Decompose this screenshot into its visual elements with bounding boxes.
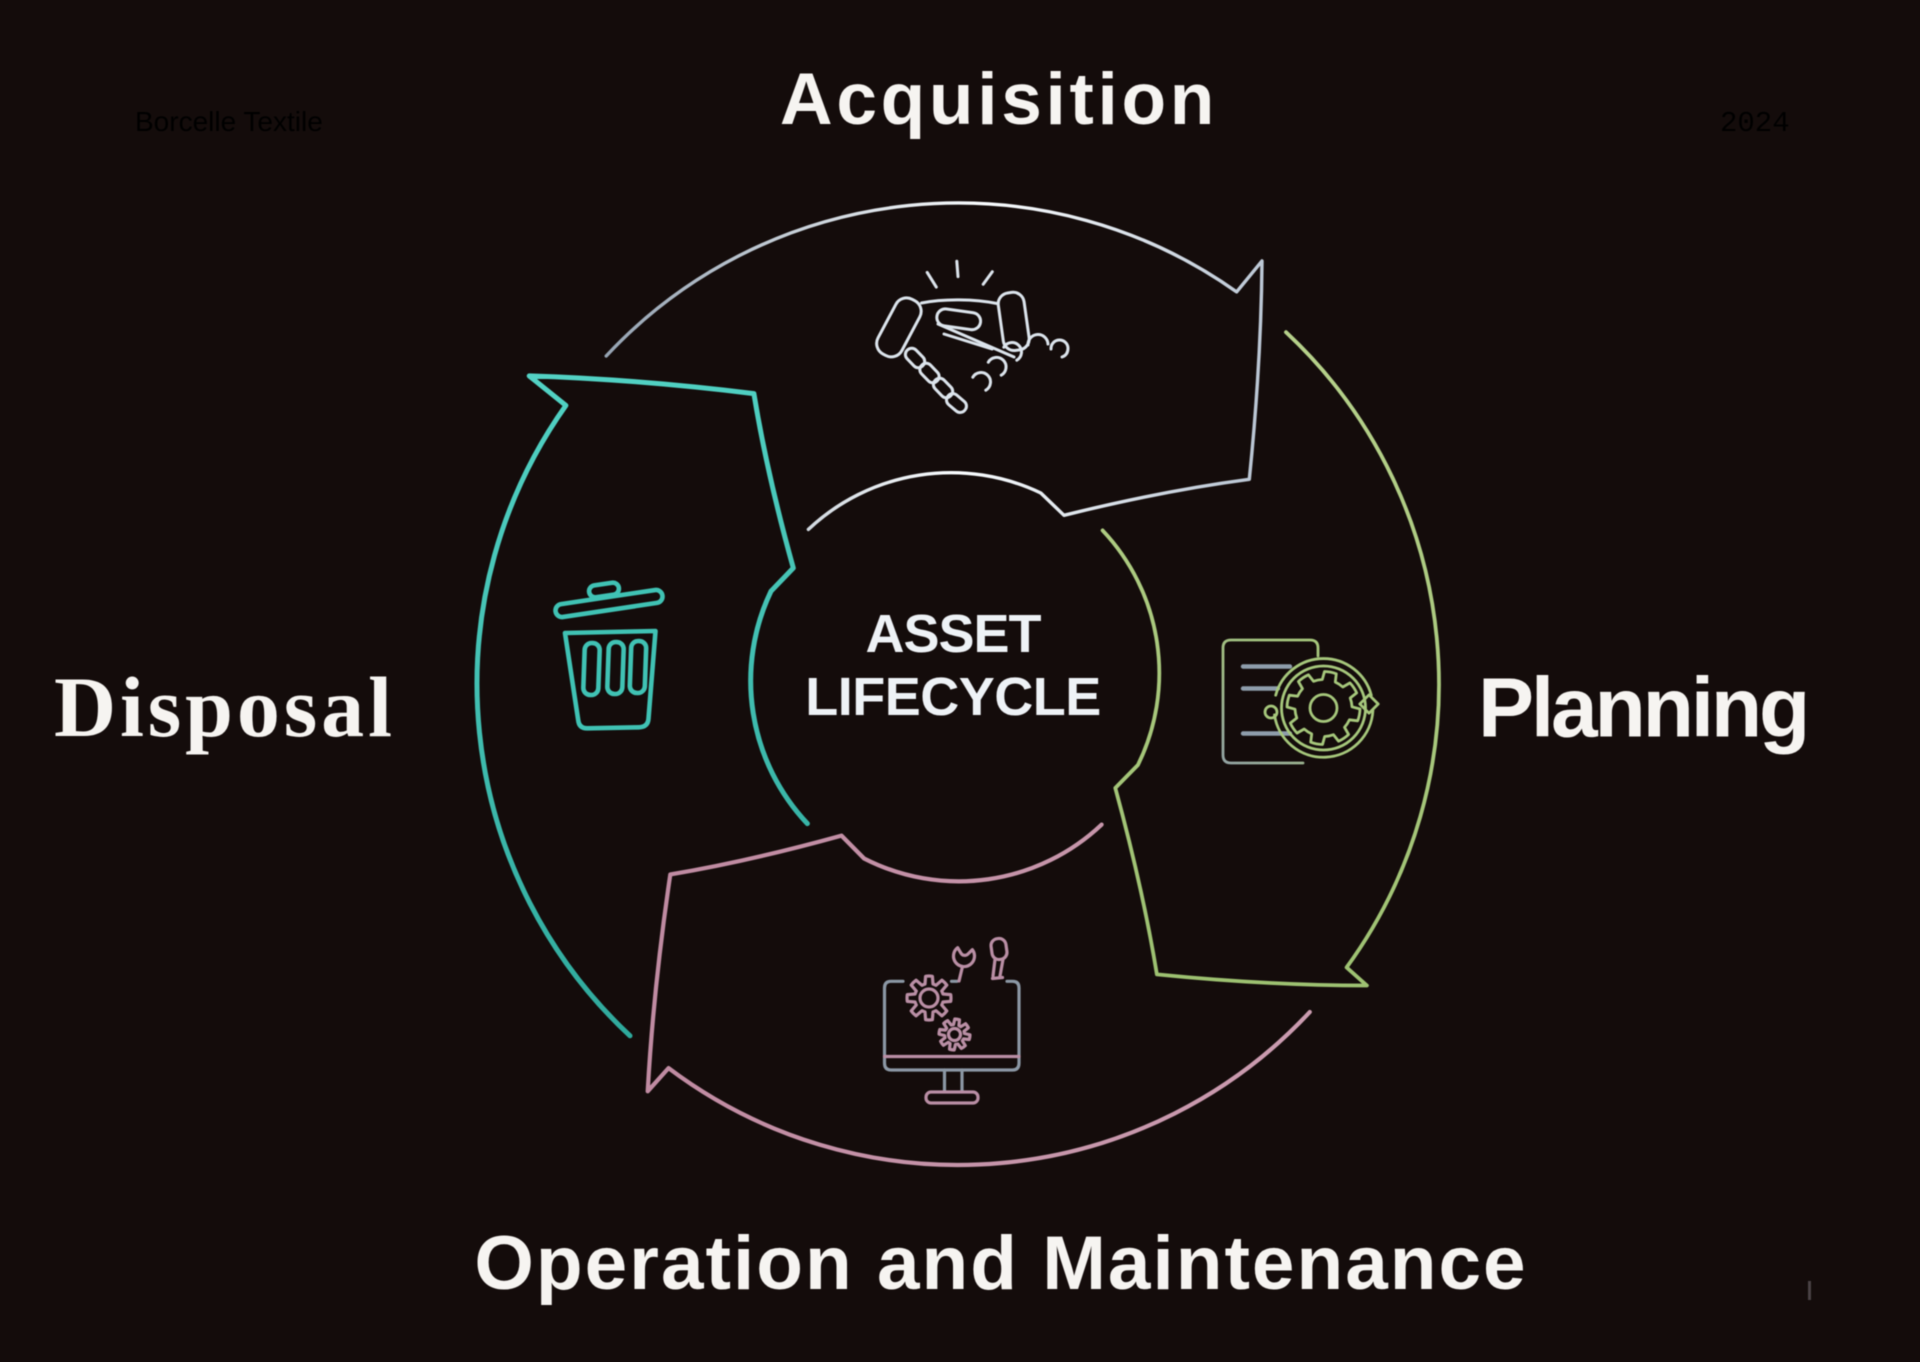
svg-text:Acquisition: Acquisition: [780, 59, 1218, 140]
svg-text:2024: 2024: [1720, 107, 1790, 140]
svg-text:LIFECYCLE: LIFECYCLE: [805, 667, 1101, 727]
svg-text:ASSET: ASSET: [865, 604, 1041, 664]
svg-text:Borcelle Textile: Borcelle Textile: [135, 106, 323, 137]
svg-text:Disposal: Disposal: [54, 659, 396, 755]
svg-text:Planning: Planning: [1478, 661, 1807, 755]
svg-text:Operation and Maintenance: Operation and Maintenance: [474, 1221, 1527, 1306]
